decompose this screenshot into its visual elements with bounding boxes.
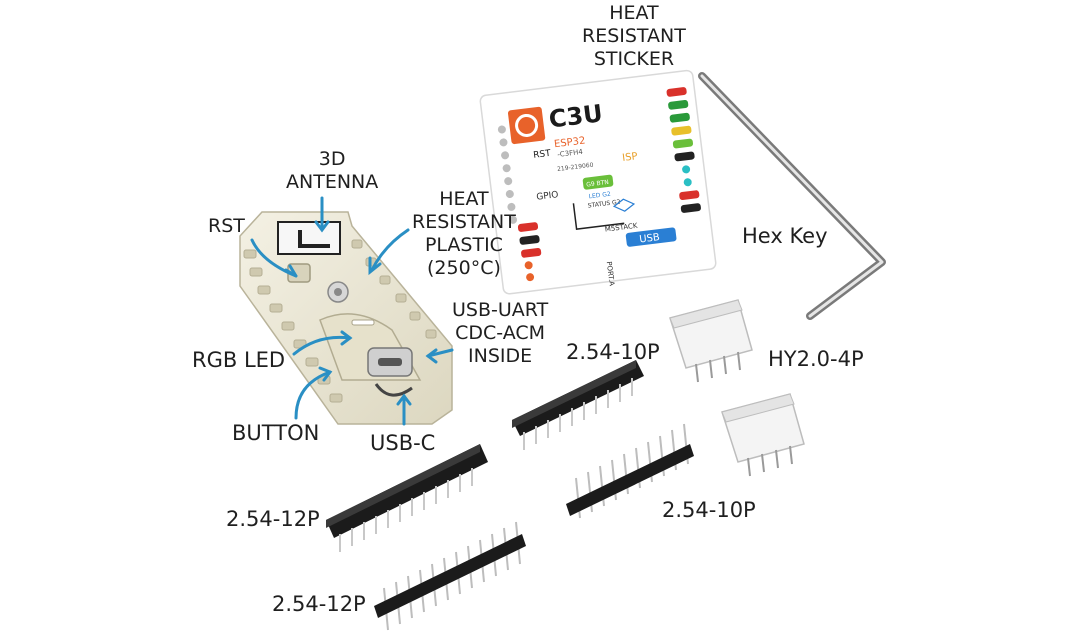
label-header-10p-right: 2.54-10P [662,498,756,522]
male-header-12p [374,521,526,631]
rgb-led [351,319,375,326]
label-usb-c: USB-C [370,431,436,455]
female-header-12p [326,444,488,552]
svg-text:ISP: ISP [622,151,639,164]
svg-text:GPIO: GPIO [536,190,559,203]
label-3d-antenna: 3D ANTENNA [286,148,379,193]
label-heat-resistant-plastic: HEAT RESISTANT PLASTIC (250°C) [412,188,516,279]
label-heat-resistant-sticker: HEAT RESISTANT STICKER [582,2,686,70]
svg-text:PORT.A: PORT.A [605,261,616,287]
3d-antenna [277,221,341,255]
arrow-plastic [370,228,410,272]
sticker-left-pins [497,125,542,282]
label-hy20-4p: HY2.0-4P [768,347,864,371]
svg-text:LED G2: LED G2 [588,191,611,201]
arrow-rgb [292,335,352,356]
svg-text:-C3FH4: -C3FH4 [557,148,584,159]
svg-text:STATUS G2: STATUS G2 [587,199,621,210]
sticker-right-pins [666,87,701,213]
male-header-10p [566,423,694,519]
svg-text:219-219060: 219-219060 [557,162,594,173]
label-button: BUTTON [232,421,320,445]
female-header-10p [512,360,644,450]
heat-resistant-sticker: C3U ESP32 -C3FH4 219-219060 RST GPIO ISP… [479,69,717,295]
hy20-4p-connector-bottom [721,393,805,477]
hex-key [698,72,886,320]
sticker-title: C3U [547,99,604,133]
label-header-12p-bottom: 2.54-12P [272,592,366,616]
arrow-usb-uart [426,348,454,358]
label-rst: RST [208,215,245,237]
annotation-arrows [250,196,454,426]
svg-text:M5STACK: M5STACK [604,222,638,234]
svg-text:G9 BTN: G9 BTN [586,179,609,189]
label-usb-uart: USB-UART CDC-ACM INSIDE [452,299,549,367]
svg-text:RST: RST [533,149,552,161]
label-hex-key: Hex Key [742,224,828,248]
espressif-logo-icon [507,106,546,145]
c3u-module [239,211,453,425]
hy20-4p-connector-top [669,299,753,383]
arrow-button [294,370,332,420]
label-header-12p-left: 2.54-12P [226,507,320,531]
label-rgb-led: RGB LED [192,348,286,372]
label-header-10p-top: 2.54-10P [566,340,660,364]
svg-text:ESP32: ESP32 [553,135,586,150]
svg-text:USB: USB [639,232,661,245]
